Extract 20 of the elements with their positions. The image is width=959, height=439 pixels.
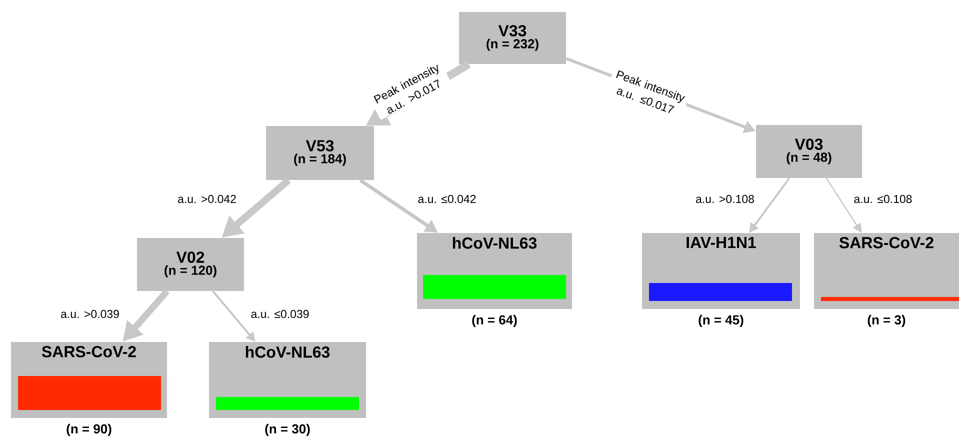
- sample-count: (n = 64): [472, 314, 517, 328]
- edge-label: a.u. >0.108: [696, 194, 754, 204]
- leaf-box: hCoV-NL63: [209, 342, 366, 418]
- edge-label: a.u. >0.039: [61, 310, 119, 318]
- leaf-box: hCoV-NL63: [417, 233, 572, 309]
- edge-label: a.u. >0.042: [178, 194, 236, 204]
- edge-label: a.u. ≤0.039: [251, 310, 309, 318]
- sample-count: (n = 3): [868, 314, 906, 328]
- leaf-box: SARS-CoV-2: [11, 342, 168, 418]
- edge-label: a.u. ≤0.108: [854, 194, 912, 204]
- split-box: V53 (n = 184): [266, 126, 374, 180]
- leaf-box: SARS-CoV-2: [814, 233, 959, 309]
- sample-count: (n = 30): [265, 424, 310, 436]
- split-box: V03 (n = 48): [756, 125, 862, 178]
- split-box: V33 (n = 232): [459, 12, 566, 64]
- sample-count: (n = 90): [66, 424, 112, 436]
- leaf-box: IAV-H1N1: [642, 233, 800, 309]
- edge-label: a.u. ≤0.042: [418, 194, 476, 204]
- split-box: V02 (n = 120): [137, 238, 244, 291]
- sample-count: (n = 45): [698, 314, 744, 328]
